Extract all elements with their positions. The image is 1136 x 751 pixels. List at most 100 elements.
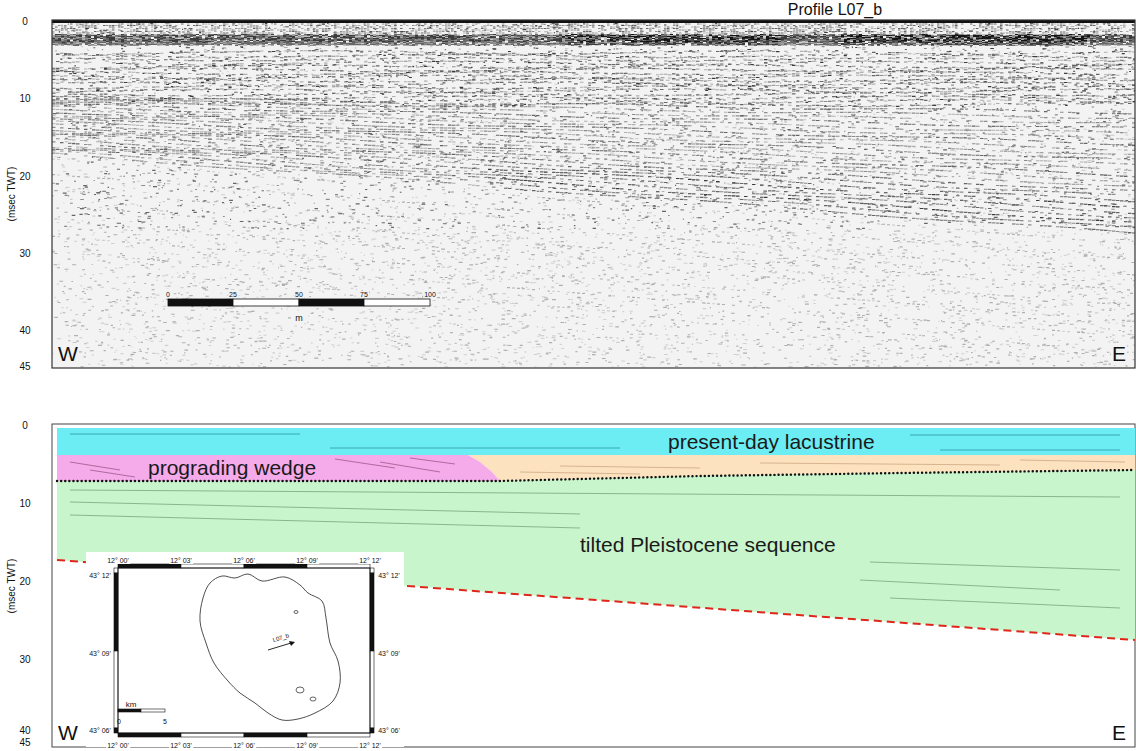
- label-anchor: 43° 06': [88, 719, 112, 737]
- scale-bar: [299, 299, 364, 306]
- tick-label: 0: [165, 291, 171, 298]
- label-anchor: 5: [163, 710, 167, 728]
- stratigraphic-unit: prograding wedge: [57, 455, 500, 481]
- seismic-reflections: [52, 21, 1135, 221]
- label-anchor: 0: [22, 11, 28, 29]
- boundary-line: [57, 470, 1135, 481]
- orientation-letter: W: [57, 343, 79, 365]
- tick-label: 30: [19, 249, 30, 260]
- tick-label: 5: [163, 718, 167, 725]
- graticule-bar: [118, 733, 181, 737]
- panel-frame: [52, 20, 1135, 368]
- tick-label: 0: [117, 718, 121, 725]
- label-anchor: (msec TWT): [1, 167, 19, 222]
- tick-label: 100: [423, 291, 437, 298]
- unit-fill: [57, 428, 1135, 455]
- tick-label: 12° 06': [232, 742, 256, 749]
- orientation-letter: W: [58, 722, 78, 744]
- label-anchor: 43° 12': [377, 564, 401, 582]
- bedding-line: [335, 459, 395, 468]
- graticule-bar: [114, 728, 118, 733]
- tick-label: 12° 03': [169, 557, 193, 564]
- bedding-line: [890, 598, 1120, 608]
- tick-label: 40: [19, 726, 30, 737]
- tick-label: 25: [228, 291, 238, 298]
- tick-label: 0: [22, 421, 28, 432]
- graticule-bar: [244, 564, 307, 568]
- tick-label: km: [126, 701, 137, 709]
- profile-trace: [268, 643, 291, 650]
- label-anchor: E: [1111, 343, 1127, 365]
- bedding-line: [90, 470, 135, 477]
- tick-label: 40: [19, 326, 30, 337]
- bedding-line: [560, 466, 700, 468]
- bedding-line: [70, 502, 580, 514]
- seismic-reflections: [52, 21, 1135, 367]
- tick-label: 20: [19, 172, 30, 183]
- tick-label: L07_b: [272, 633, 290, 644]
- tick-label: 43° 09': [88, 650, 112, 657]
- tick-label: 12° 06': [232, 557, 256, 564]
- label-anchor: 20: [19, 166, 30, 184]
- label-anchor: 12° 12': [358, 549, 382, 567]
- label-anchor: 100: [423, 283, 437, 301]
- tick-label: 43° 06': [88, 727, 112, 734]
- tick-label: 43° 12': [377, 572, 401, 579]
- tick-label: m: [294, 314, 304, 323]
- seismic-reflections: [52, 21, 1135, 367]
- bedding-line: [940, 450, 1120, 451]
- label-anchor: 12° 00': [106, 549, 130, 567]
- tick-label: 12° 03': [169, 742, 193, 749]
- bedding-line: [910, 435, 1120, 436]
- orientation-letter: E: [1112, 722, 1126, 744]
- bedding-line: [70, 462, 120, 470]
- tick-label: 43° 06': [377, 727, 401, 734]
- unit-shape: [57, 428, 1135, 455]
- tick-label: 30: [19, 655, 30, 666]
- map-scale-bar: [118, 709, 141, 712]
- seismic-reflections: [562, 35, 1090, 43]
- label-anchor: 45: [19, 732, 30, 750]
- label-anchor: 25: [228, 283, 238, 301]
- tick-label: 0: [22, 17, 28, 28]
- seismic-section: [52, 20, 1135, 368]
- scale-bar: [168, 299, 233, 306]
- tick-label: 43° 12': [88, 572, 112, 579]
- island: [296, 687, 304, 693]
- title-anchor: Profile L07_b: [788, 1, 882, 19]
- bedding-line: [410, 458, 455, 464]
- scale-bar: [364, 299, 430, 306]
- tick-label: 43° 09': [377, 650, 401, 657]
- label-anchor: 40: [19, 320, 30, 338]
- tick-label: 12° 09': [295, 742, 319, 749]
- lake-outline: [200, 574, 340, 720]
- label-anchor: W: [57, 343, 79, 365]
- graticule-bar: [181, 733, 244, 737]
- label-anchor: 12° 06': [232, 549, 256, 567]
- tick-label: 75: [359, 291, 369, 298]
- label-anchor: 12° 03': [169, 549, 193, 567]
- island: [294, 611, 298, 614]
- graticule-bar: [307, 564, 370, 568]
- tick-label: 10: [19, 499, 30, 510]
- unit-label: present-day lacustrine: [668, 430, 875, 453]
- label-anchor: 50: [294, 283, 304, 301]
- tick-label: 10: [19, 94, 30, 105]
- bedding-line: [760, 463, 1000, 465]
- label-anchor: 10: [19, 88, 30, 106]
- graticule-bar: [114, 568, 118, 573]
- bedding-line: [330, 448, 620, 449]
- label-anchor: 10: [19, 493, 30, 511]
- graticule-bar: [307, 733, 370, 737]
- label-anchor: 75: [359, 283, 369, 301]
- unit-fill: [57, 455, 500, 481]
- label-anchor: 40: [19, 720, 30, 738]
- tick-label: 45: [19, 362, 30, 373]
- label-anchor: 0: [22, 415, 28, 433]
- graticule-bar: [181, 564, 244, 568]
- seismic-reflections: [52, 21, 1135, 233]
- graticule-bar: [244, 733, 307, 737]
- tick-label: 50: [294, 291, 304, 298]
- graticule-bar: [118, 564, 181, 568]
